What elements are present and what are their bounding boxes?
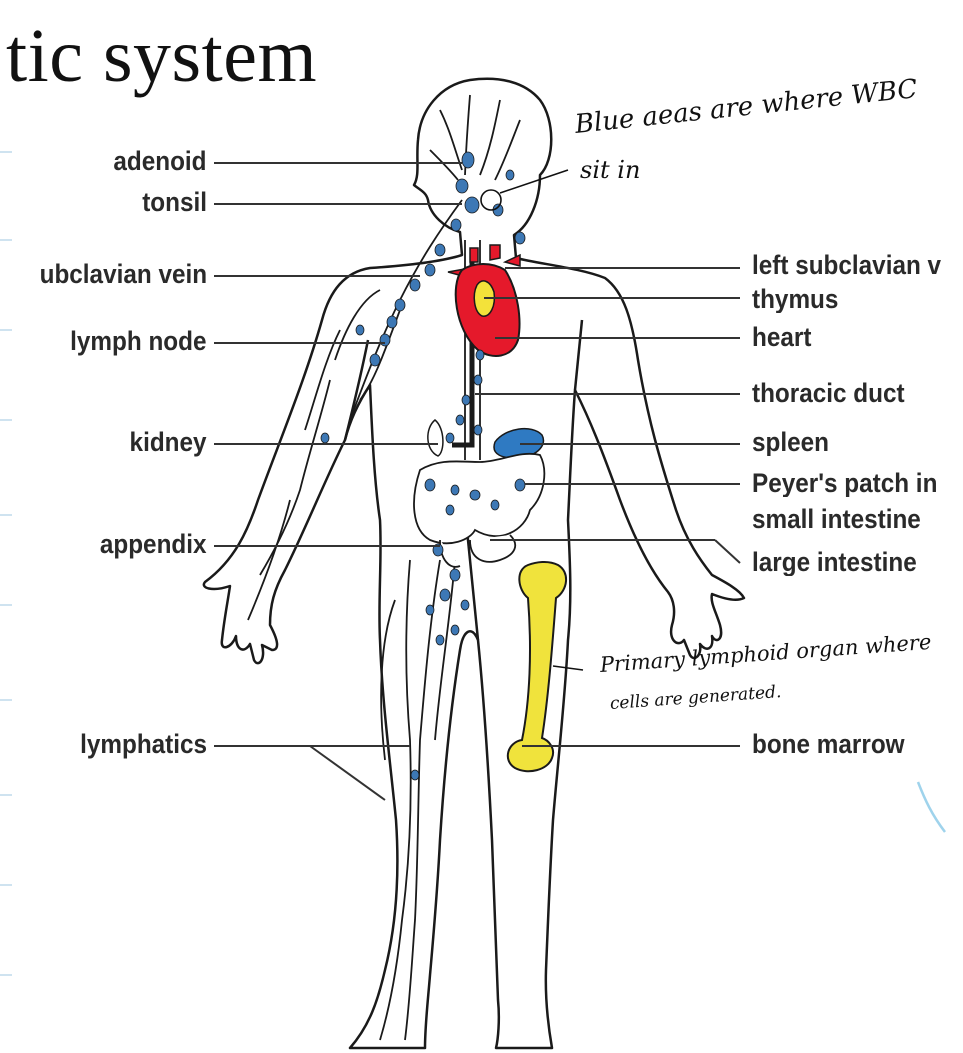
label-thymus: thymus — [752, 286, 839, 313]
notebook-lines — [0, 151, 12, 976]
intestines — [413, 452, 546, 568]
label-bone-marrow: bone marrow — [752, 731, 905, 758]
handwritten-marks — [480, 169, 584, 671]
pen-stroke-blue — [916, 781, 946, 833]
label-lymph-node: lymph node — [70, 326, 207, 356]
kidney-shape — [427, 419, 444, 457]
label-kidney: kidney — [130, 427, 207, 457]
body-outline — [202, 77, 746, 1050]
leader-lines — [214, 162, 741, 801]
label-peyers-patch: Peyer's patch in — [752, 470, 938, 497]
label-left-subclavian-vein: left subclavian v — [752, 252, 942, 279]
label-adenoid: adenoid — [113, 146, 207, 176]
bone-shape — [506, 561, 567, 773]
label-large-intestine: large intestine — [752, 549, 917, 576]
label-subclavian-vein: ubclavian vein — [39, 259, 207, 289]
label-tonsil: tonsil — [142, 187, 207, 217]
spleen-shape — [493, 427, 545, 459]
lymph-vessels — [247, 94, 521, 1041]
label-thoracic-duct: thoracic duct — [752, 380, 905, 407]
label-appendix: appendix — [100, 529, 207, 559]
page-title: tic system — [6, 14, 318, 98]
label-small-intestine: small intestine — [752, 506, 921, 533]
label-lymphatics: lymphatics — [80, 729, 207, 759]
label-heart: heart — [752, 324, 812, 351]
label-spleen: spleen — [752, 429, 829, 456]
wbc-note-line2: sit in — [580, 156, 641, 184]
